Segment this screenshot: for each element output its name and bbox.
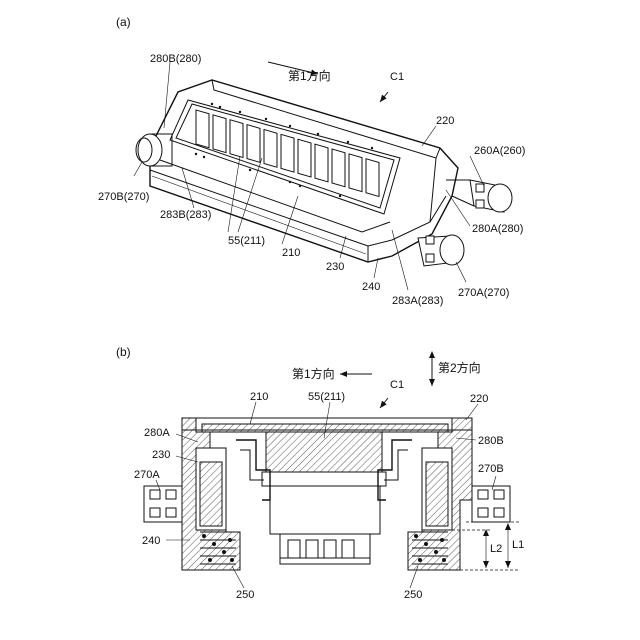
dimension-lines-b: [452, 522, 520, 570]
label-direction2-b: 第2方向: [438, 360, 481, 375]
right-housing-b: [378, 418, 472, 570]
label-280B-a: 280B(280): [150, 53, 201, 65]
connector-270A-b: [144, 486, 182, 522]
label-283A-a: 283A(283): [392, 295, 443, 307]
label-270B-b: 270B: [478, 463, 504, 475]
connector-270B-a: [136, 134, 172, 166]
cell-holder-b: [262, 472, 386, 486]
panel-a-title: (a): [116, 15, 131, 29]
label-230-a: 230: [326, 261, 344, 273]
label-280A-a: 280A(280): [472, 223, 523, 235]
label-260A-a: 260A(260): [474, 145, 525, 157]
label-L1-b: L1: [512, 539, 524, 551]
c1-arrow-b: [380, 398, 388, 408]
label-220-a: 220: [436, 115, 454, 127]
label-270B-a: 270B(270): [98, 191, 149, 203]
label-240-a: 240: [362, 281, 380, 293]
module-housing-a: [150, 80, 458, 262]
label-240-b: 240: [142, 535, 160, 547]
label-L2-b: L2: [490, 543, 502, 555]
label-220-b: 220: [470, 393, 488, 405]
connector-260A-a: [446, 180, 512, 212]
label-direction1-a: 第1方向: [288, 68, 331, 83]
label-c1-b: C1: [390, 379, 404, 391]
label-250-right-b: 250: [404, 589, 422, 601]
label-55-a: 55(211): [228, 235, 265, 247]
label-250-left-b: 250: [236, 589, 254, 601]
label-280B-b: 280B: [478, 435, 504, 447]
label-55-b: 55(211): [308, 391, 345, 403]
label-270A-b: 270A: [134, 469, 160, 481]
label-283B-a: 283B(283): [160, 209, 211, 221]
label-280A-b: 280A: [144, 427, 170, 439]
c1-arrow-a: [380, 92, 388, 102]
panel-b-title: (b): [116, 345, 131, 359]
connector-270B-b: [472, 486, 510, 522]
label-c1-a: C1: [390, 71, 404, 83]
pin-block-b: [270, 486, 380, 564]
label-direction1-b: 第1方向: [292, 366, 335, 381]
connector-270A-a: [418, 235, 464, 266]
label-230-b: 230: [152, 449, 170, 461]
cell-windows-a: [195, 103, 379, 197]
panel-b: (b): [116, 345, 524, 601]
label-210-a: 210: [282, 247, 300, 259]
panel-a: (a): [98, 15, 525, 307]
label-270A-a: 270A(270): [458, 287, 509, 299]
label-210-b: 210: [250, 391, 268, 403]
